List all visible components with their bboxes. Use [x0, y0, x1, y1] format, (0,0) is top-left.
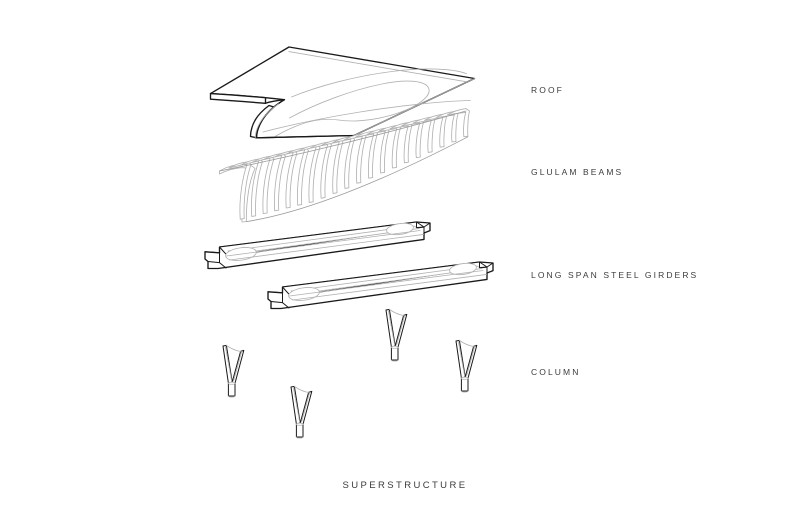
girder-upper-web-line-2: [226, 230, 421, 257]
callout-label-long-span-steel-girders[interactable]: LONG SPAN STEEL GIRDERS: [531, 270, 699, 280]
column-1[interactable]: [222, 344, 245, 398]
column-4[interactable]: [455, 339, 478, 393]
roof-scoop-curve-inner: [254, 103, 279, 140]
column-inner-line-right: [301, 392, 311, 423]
column-base-cap: [227, 381, 236, 385]
girder-upper-right-end-face: [423, 222, 431, 228]
roof-surface-crease-mid: [291, 68, 467, 98]
column-inner-line-right: [233, 351, 243, 382]
column-inner-line-left: [224, 346, 233, 382]
column-base-cap: [460, 376, 469, 380]
column-shaft: [390, 346, 399, 361]
column-base-bottom: [295, 436, 304, 439]
girder-lower-web-line-2: [289, 270, 484, 297]
column-shaft: [295, 423, 304, 438]
roof-right-bottom-edge: [353, 78, 475, 136]
layer-steel-girders[interactable]: [204, 221, 494, 310]
callout-label-glulam-beams[interactable]: GLULAM BEAMS: [531, 167, 624, 177]
column-fork-crotch: [225, 344, 242, 352]
roof-interior-contour-tail: [272, 118, 339, 139]
column-fork-crotch: [388, 308, 405, 316]
column-base-bottom: [227, 395, 236, 398]
column-inner-line-left: [387, 310, 396, 346]
roof-interior-contour: [289, 80, 430, 122]
column-base-bottom: [390, 359, 399, 362]
girder-upper-left-bottom-edge: [219, 262, 227, 269]
glulam-longitudinal-ties: [219, 110, 469, 222]
column-shaft: [227, 382, 236, 397]
glulam-rib: [447, 108, 470, 138]
column-base-cap: [295, 422, 304, 426]
roof-surface-crease-lower: [262, 100, 471, 133]
column-inner-line-right: [396, 315, 406, 346]
column-3[interactable]: [385, 308, 408, 362]
callout-label-roof[interactable]: ROOF: [531, 85, 564, 95]
girder-lower-web-line-1: [292, 273, 487, 301]
girder-lower-right-end-face: [486, 262, 494, 268]
girder-lower-right-end-step: [479, 261, 488, 274]
column-inner-line-right: [466, 346, 476, 377]
column-2[interactable]: [290, 385, 313, 439]
girder-lower-left-bottom-edge: [282, 302, 290, 309]
callout-label-column[interactable]: COLUMN: [531, 367, 581, 377]
girder-upper[interactable]: [204, 221, 431, 270]
column-fork-crotch: [293, 385, 310, 393]
column-base-cap: [390, 345, 399, 349]
girder-upper-web-line-1: [229, 233, 424, 261]
column-fork-crotch: [458, 339, 475, 347]
girder-upper-right-end-step: [416, 221, 425, 234]
roof-scoop-lip: [264, 99, 286, 104]
layer-roof[interactable]: [209, 46, 476, 140]
column-inner-line-left: [292, 387, 301, 423]
glulam-beam-ribs: [228, 108, 470, 220]
column-base-bottom: [460, 390, 469, 393]
roof-surface-crease-upper: [288, 51, 467, 83]
drawing-title: SUPERSTRUCTURE: [342, 480, 468, 491]
layer-columns[interactable]: [222, 308, 478, 439]
roof-front-bottom-edge: [255, 134, 355, 139]
layer-glulam-beams[interactable]: [219, 108, 470, 223]
column-shaft: [460, 377, 469, 392]
column-inner-line-left: [457, 341, 466, 377]
girder-lower[interactable]: [267, 261, 494, 310]
